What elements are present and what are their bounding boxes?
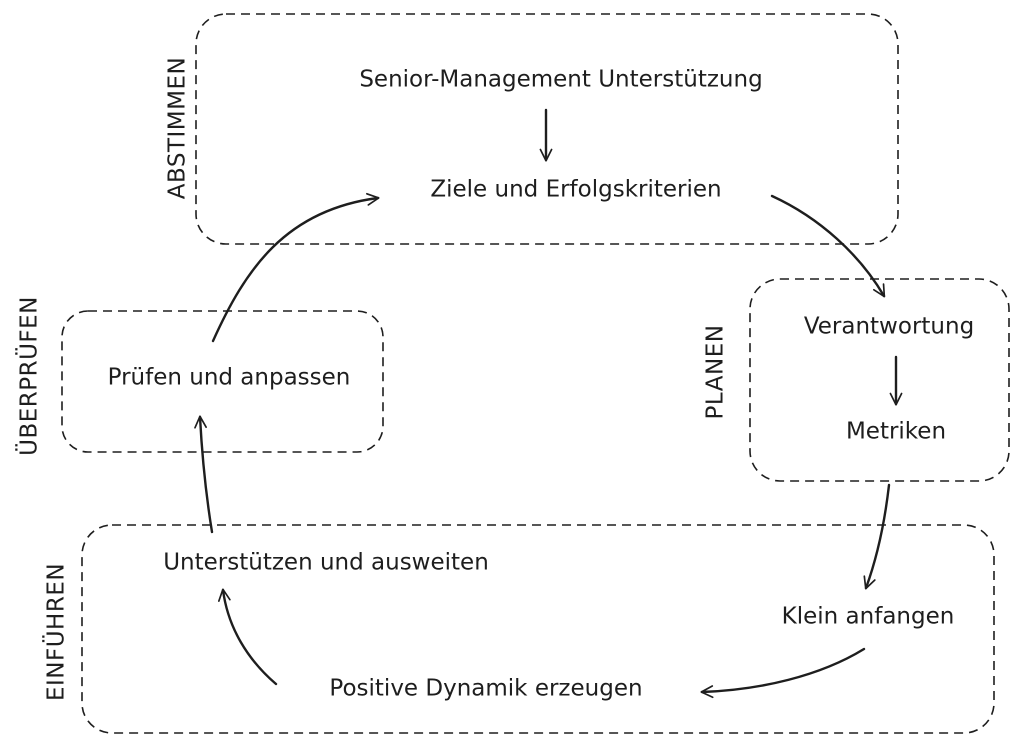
senior-management-node: Senior-Management Unterstützung [359,67,762,93]
arrow-pruefen-to-ziele [211,192,380,343]
einfuehren-box [81,524,995,734]
arrow-dynamik-to-unterstuetzen [217,588,278,686]
unterstuetzen-node: Unterstützen und ausweiten [163,550,489,576]
arrow-klein-to-dynamik [700,647,866,699]
pruefen-node: Prüfen und anpassen [108,365,351,391]
metriken-node: Metriken [846,419,946,445]
arrow-unterstuetzen-to-pruefen [194,415,214,534]
arrow-ziele-to-verantwortung [770,194,886,298]
abstimmen-label: ABSTIMMEN [165,57,191,199]
arrow-metriken-to-klein [863,483,891,590]
positive-dynamik-node: Positive Dynamik erzeugen [329,676,642,702]
ueberpruefen-box [61,310,384,453]
ueberpruefen-label: ÜBERPRÜFEN [15,296,43,456]
klein-anfangen-node: Klein anfangen [782,604,955,630]
planen-box [749,278,1010,482]
ziele-node: Ziele und Erfolgskriterien [430,177,721,203]
planen-label: PLANEN [703,325,729,420]
abstimmen-box [195,13,899,245]
einfuehren-label: EINFÜHREN [42,563,70,701]
verantwortung-node: Verantwortung [804,314,974,340]
